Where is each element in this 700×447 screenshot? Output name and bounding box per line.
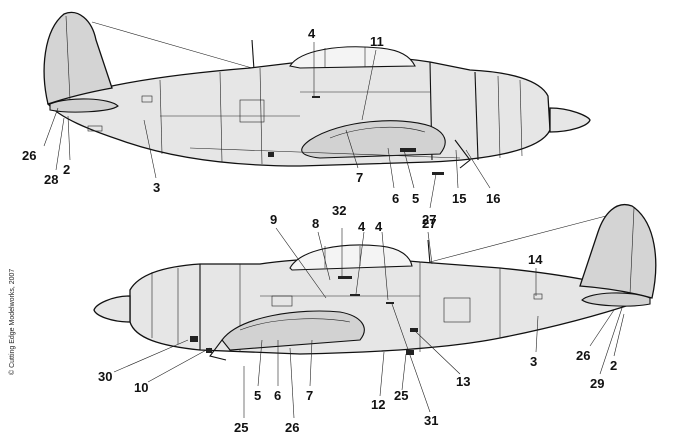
tail-fin [579,204,657,299]
fuselage [129,257,652,355]
canopy [289,46,416,69]
callouts-top: 4 11 26 2 28 3 7 6 5 27 15 16 [22,26,500,227]
callout-bot-8: 8 [312,216,319,231]
callout-bot-14: 14 [528,252,543,267]
copyright-text: © Cutting Edge Modelworks, 2007 [8,269,16,375]
callout-bot-3: 3 [530,354,537,369]
callout-bot-6: 6 [274,388,281,403]
callout-top-5: 5 [412,191,419,206]
callout-top-26: 26 [22,148,36,163]
callout-bot-25b: 25 [394,388,408,403]
callout-bot-32: 32 [332,203,346,218]
canopy [289,244,413,271]
callout-top-15: 15 [452,191,466,206]
wing [221,310,365,351]
callout-top-4: 4 [308,26,316,41]
callout-bot-10: 10 [134,380,148,395]
callout-bot-29: 29 [590,376,604,391]
aircraft-right-profile [43,11,591,175]
callout-bot-27: 27 [422,216,436,231]
callout-top-3: 3 [153,180,160,195]
callout-bot-26a: 26 [285,420,299,435]
callout-top-6: 6 [392,191,399,206]
callout-top-7: 7 [356,170,363,185]
callout-bot-30: 30 [98,369,112,384]
callout-top-27: 27 [422,212,436,227]
horizontal-stabilizer [581,292,651,307]
callout-bot-13: 13 [456,374,470,389]
callout-bot-4a: 4 [358,219,366,234]
callout-bot-2: 2 [610,358,617,373]
callout-top-2: 2 [63,162,70,177]
aircraft-left-profile [93,204,657,361]
callout-bot-9: 9 [270,212,277,227]
callout-bot-5: 5 [254,388,261,403]
callout-bot-26b: 26 [576,348,590,363]
callouts-bottom: 9 8 32 4 4 27 14 30 10 25 5 6 26 7 12 25… [98,203,617,435]
propeller-spinner [93,295,131,323]
propeller-spinner [549,107,591,133]
leader-lines [43,42,625,419]
callout-bot-31: 31 [424,413,438,428]
callout-top-28: 28 [44,172,58,187]
callout-top-11: 11 [370,34,384,49]
callout-bot-12: 12 [371,397,385,412]
callout-top-16: 16 [486,191,500,206]
callout-bot-7: 7 [306,388,313,403]
horizontal-stabilizer [49,98,119,113]
callout-bot-4b: 4 [375,219,383,234]
tail-fin [43,11,113,105]
callout-bot-25a: 25 [234,420,248,435]
